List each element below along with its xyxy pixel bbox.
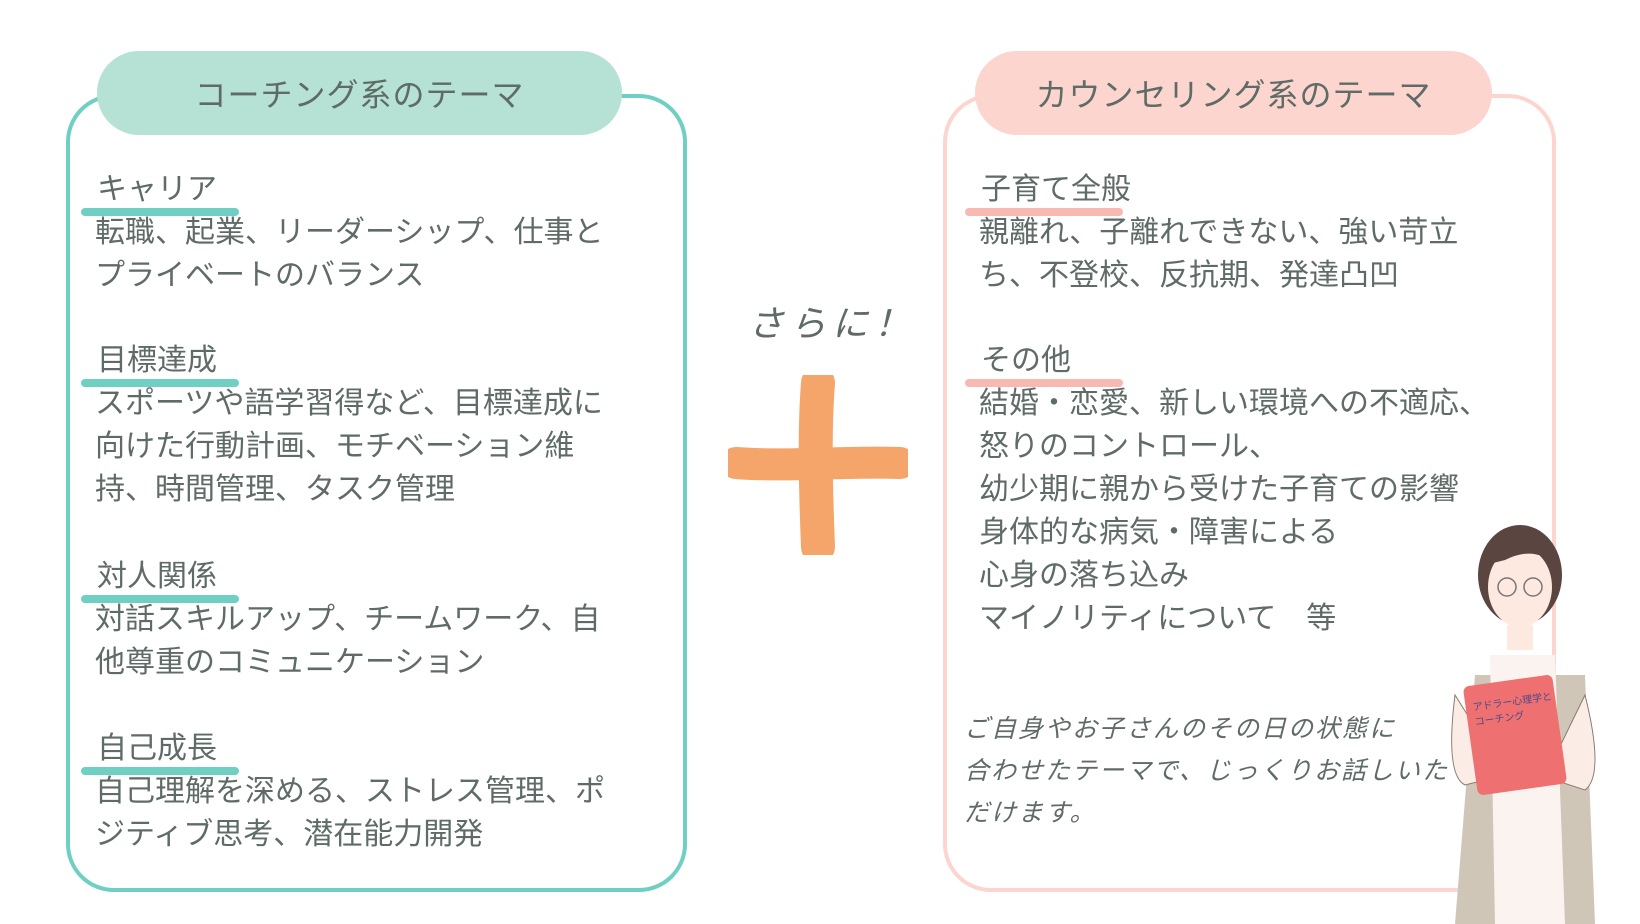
section-heading: キャリア [81, 168, 239, 216]
section-heading: 対人関係 [81, 555, 239, 603]
section-line: 持、時間管理、タスク管理 [95, 472, 455, 507]
theme-section: 目標達成スポーツや語学習得など、目標達成に向けた行動計画、モチベーション維持、時… [81, 339, 603, 511]
section-heading: 自己成長 [81, 727, 239, 775]
section-heading: 子育て全般 [965, 168, 1133, 216]
connector-label: さらに！ [748, 304, 917, 345]
section-line: 親離れ、子離れできない、強い苛立 [979, 215, 1459, 250]
section-line: スポーツや語学習得など、目標達成に [95, 386, 603, 421]
theme-section: その他結婚・恋愛、新しい環境への不適応、怒りのコントロール、幼少期に親から受けた… [965, 339, 1489, 640]
counselor-illustration: アドラー心理学と コーチング [1451, 525, 1596, 924]
plus-icon [728, 375, 908, 555]
section-line: プライベートのバランス [95, 258, 425, 293]
theme-section: 対人関係対話スキルアップ、チームワーク、自他尊重のコミュニケーション [81, 555, 601, 684]
section-line: 怒りのコントロール、 [979, 429, 1279, 464]
note-line: 合わせたテーマで、じっくりお話しいた [964, 756, 1450, 785]
note-line: だけます。 [964, 798, 1097, 827]
section-line: 幼少期に親から受けた子育ての影響 [979, 472, 1459, 507]
section-line: ち、不登校、反抗期、発達凸凹 [979, 258, 1399, 293]
section-line: ジティブ思考、潜在能力開発 [95, 817, 484, 852]
theme-section: キャリア転職、起業、リーダーシップ、仕事とプライベートのバランス [81, 168, 604, 297]
section-line: 対話スキルアップ、チームワーク、自 [95, 602, 601, 637]
section-line: 心身の落ち込み [979, 558, 1189, 593]
section-line: 結婚・恋愛、新しい環境への不適応、 [979, 386, 1489, 421]
section-line: 自己理解を深める、ストレス管理、ポ [95, 774, 605, 809]
counseling-note: ご自身やお子さんのその日の状態に 合わせたテーマで、じっくりお話しいた だけます… [964, 708, 1449, 834]
section-heading: その他 [965, 339, 1123, 387]
theme-section: 自己成長自己理解を深める、ストレス管理、ポジティブ思考、潜在能力開発 [81, 727, 605, 856]
theme-section: 子育て全般親離れ、子離れできない、強い苛立ち、不登校、反抗期、発達凸凹 [965, 168, 1459, 297]
section-heading: 目標達成 [81, 339, 239, 387]
section-line: 身体的な病気・障害による [979, 515, 1339, 550]
section-line: 他尊重のコミュニケーション [95, 645, 485, 680]
section-line: 転職、起業、リーダーシップ、仕事と [95, 215, 604, 250]
coaching-title: コーチング系のテーマ [97, 51, 622, 135]
counseling-title: カウンセリング系のテーマ [975, 51, 1492, 135]
note-line: ご自身やお子さんのその日の状態に [964, 714, 1397, 743]
section-line: マイノリティについて 等 [979, 601, 1337, 636]
section-line: 向けた行動計画、モチベーション維 [95, 429, 575, 464]
